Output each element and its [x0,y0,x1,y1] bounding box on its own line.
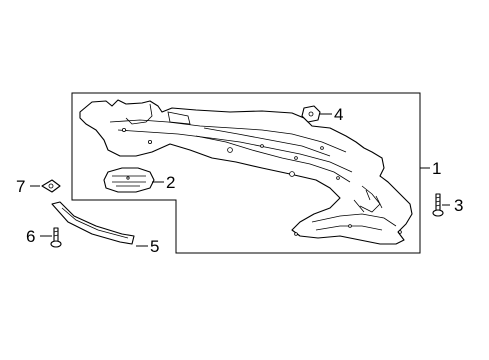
splash-shield-part [79,99,413,245]
strip-part [51,201,135,245]
callout-2: 2 [166,173,175,192]
callout-1: 1 [432,159,441,178]
callout-6: 6 [26,227,35,246]
small-cover-part [103,167,155,193]
assembly-box [71,92,421,254]
callout-3: 3 [454,196,463,215]
callout-5: 5 [150,237,159,256]
callout-7: 7 [16,177,25,196]
bolt-part-3 [432,193,444,217]
clip-part-4 [301,105,321,123]
bolt-part-6 [50,227,62,248]
clip-part-7 [41,179,61,193]
callout-4: 4 [334,105,343,124]
